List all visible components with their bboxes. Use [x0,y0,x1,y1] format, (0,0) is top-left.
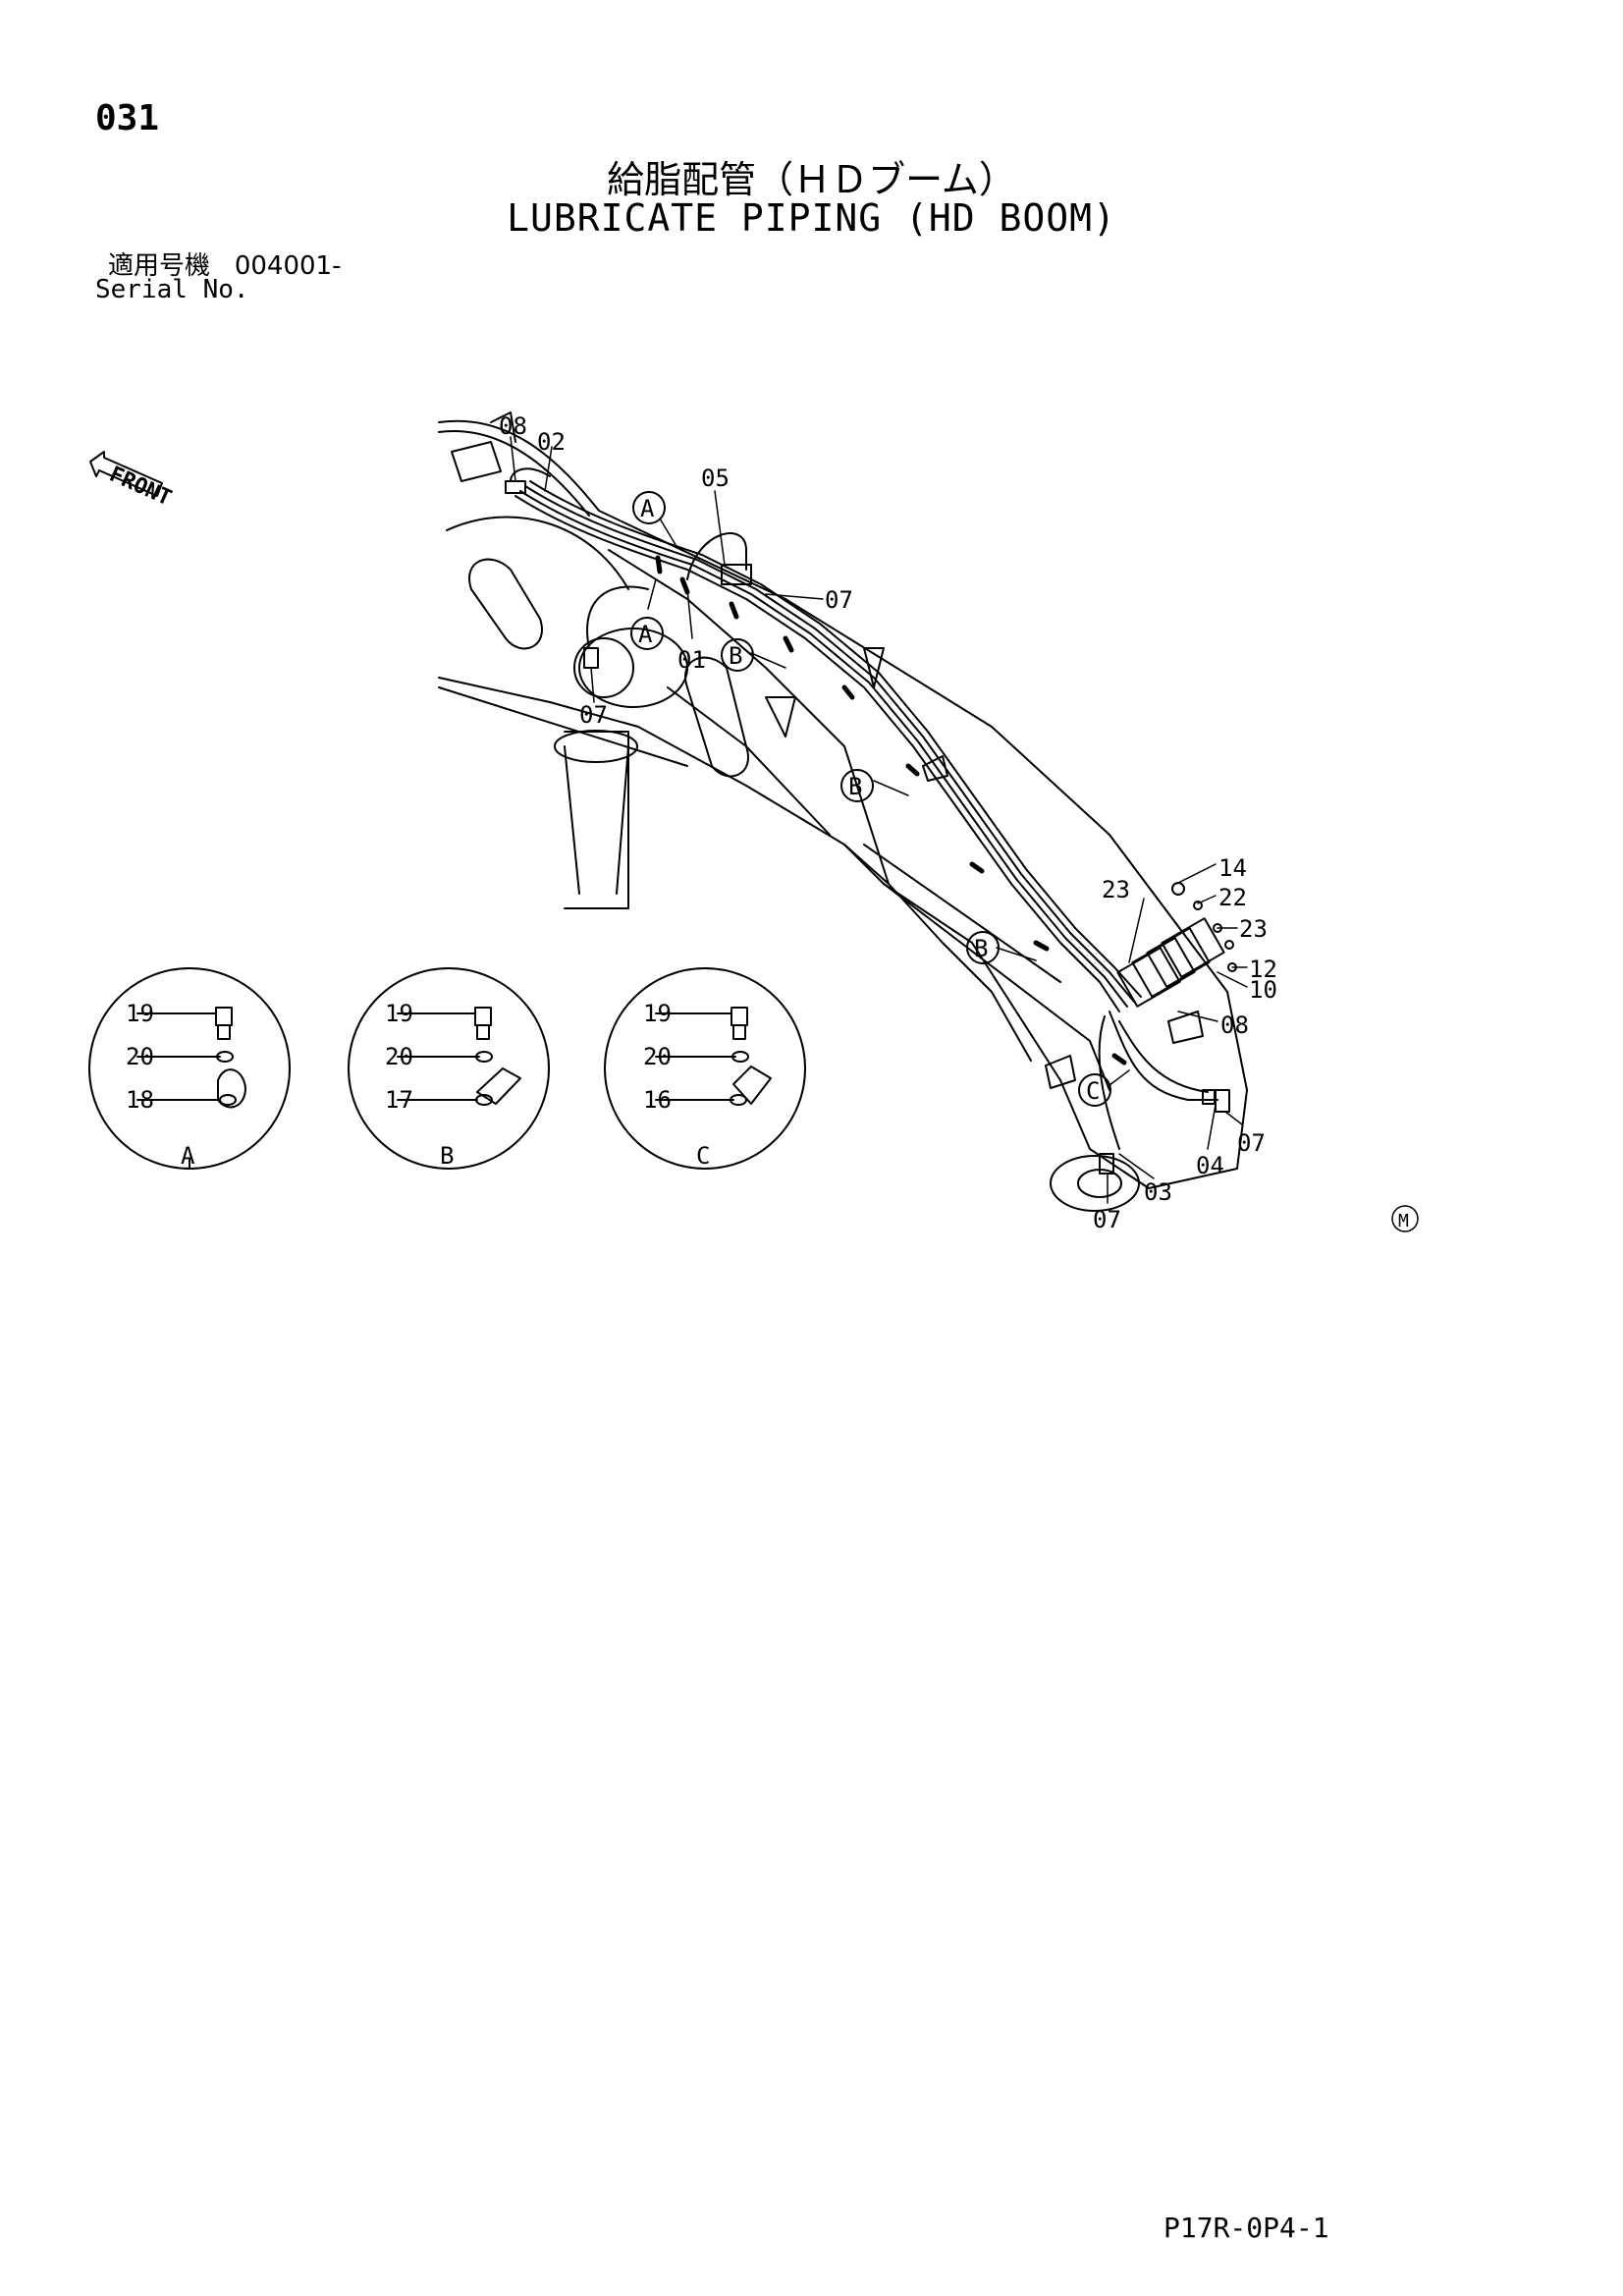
serial-line-japanese: 適用号機 004001- [108,246,341,282]
detail-c-label-1: 20 [643,1043,672,1070]
ref-circle-b1 [721,638,754,672]
leader-lines [510,436,1248,1204]
title-japanese: 給脂配管（ＨＤブーム） [607,158,1016,201]
ref-c1: C [1086,1077,1100,1105]
part-callouts: 08 02 05 07 01 07 23 14 22 23 12 10 08 0… [499,412,1277,1233]
callout-07-b: 07 [579,701,608,729]
ref-b1: B [729,642,742,670]
front-arrow-icon: FRONT [89,451,176,512]
callout-22: 22 [1218,884,1247,911]
callout-04: 04 [1196,1152,1224,1179]
fittings [505,480,1230,1175]
callout-07-d: 07 [1093,1206,1121,1233]
callout-02: 02 [537,428,566,456]
callout-10: 10 [1249,976,1277,1004]
ref-a2: A [638,621,653,648]
hose-clamps [655,555,1127,1066]
ref-circle-b2 [840,769,874,802]
serial-label-english: Serial No. [95,275,249,304]
model-mark: M [1391,1205,1419,1232]
detail-b-id: B [440,1142,454,1170]
detail-a-label-0: 19 [126,1000,154,1027]
model-mark-letter: M [1398,1211,1409,1231]
detail-b-label-0: 19 [385,1000,413,1027]
callout-08-b: 08 [1220,1011,1249,1039]
detail-a-label-2: 18 [126,1086,154,1114]
front-label: FRONT [106,463,176,512]
callout-07-c: 07 [1237,1129,1266,1157]
callout-07-a: 07 [825,586,853,614]
detail-c-label-0: 19 [643,1000,672,1027]
detail-a-id: A [181,1142,195,1170]
detail-c-label-2: 16 [643,1086,672,1114]
ref-circle-b3 [966,931,1000,964]
detail-views: 19 20 18 A 19 20 17 B [88,967,806,1170]
document-code: P17R-0P4-1 [1163,2212,1329,2244]
detail-b-label-2: 17 [385,1086,413,1114]
ref-circle-a1 [632,491,666,524]
detail-b-label-1: 20 [385,1043,413,1070]
title-english: LUBRICATE PIPING (HD BOOM) [507,196,1116,240]
callout-05: 05 [701,465,730,492]
ref-b2: B [848,773,862,800]
callout-23-b: 23 [1239,915,1268,943]
ref-b3: B [974,935,988,962]
grease-distributor-block [1116,882,1237,1008]
callout-08-top: 08 [499,412,527,440]
page-number: 031 [95,98,160,138]
detail-c-id: C [696,1142,710,1170]
detail-a-label-1: 20 [126,1043,154,1070]
detail-view-a: 19 20 18 A [88,967,291,1170]
callout-01: 01 [677,646,706,674]
callout-23-a: 23 [1102,876,1130,903]
boom-structure [438,411,1248,1212]
ref-circle-c1 [1078,1073,1111,1107]
serial-label-jp: 適用号機 [108,251,211,281]
callout-14: 14 [1218,854,1247,882]
detail-view-c: 19 20 16 C [604,967,806,1170]
callout-12: 12 [1249,956,1277,983]
serial-value: 004001- [234,251,342,281]
ref-circle-a2 [630,617,664,650]
detail-reference-markers: A A B B B C [630,491,1111,1107]
ref-a1: A [640,495,655,522]
detail-view-b: 19 20 17 B [348,967,550,1170]
callout-03: 03 [1144,1178,1172,1206]
